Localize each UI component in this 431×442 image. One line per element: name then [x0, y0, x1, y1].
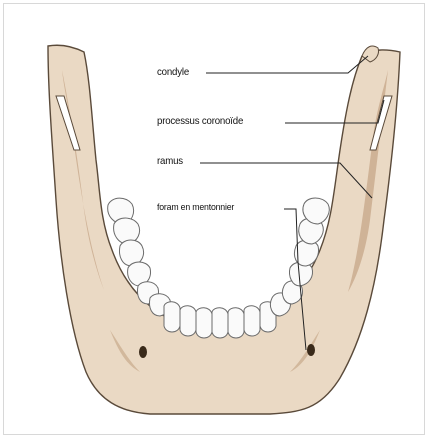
tooth [196, 308, 212, 338]
tooth [212, 308, 228, 338]
tooth [244, 306, 260, 336]
tooth [164, 302, 180, 332]
label-ramus: ramus [157, 155, 183, 167]
tooth [228, 308, 244, 338]
right-mental-foramen [307, 344, 315, 356]
mandible-bone [48, 45, 400, 414]
tooth [180, 306, 196, 336]
label-mental-foramen: foram en mentonnier [157, 202, 234, 213]
left-mental-foramen [139, 346, 147, 358]
condyle-leader-line [206, 56, 368, 73]
label-condyle: condyle [157, 66, 189, 78]
label-coronoid-process: processus coronoïde [157, 115, 243, 127]
